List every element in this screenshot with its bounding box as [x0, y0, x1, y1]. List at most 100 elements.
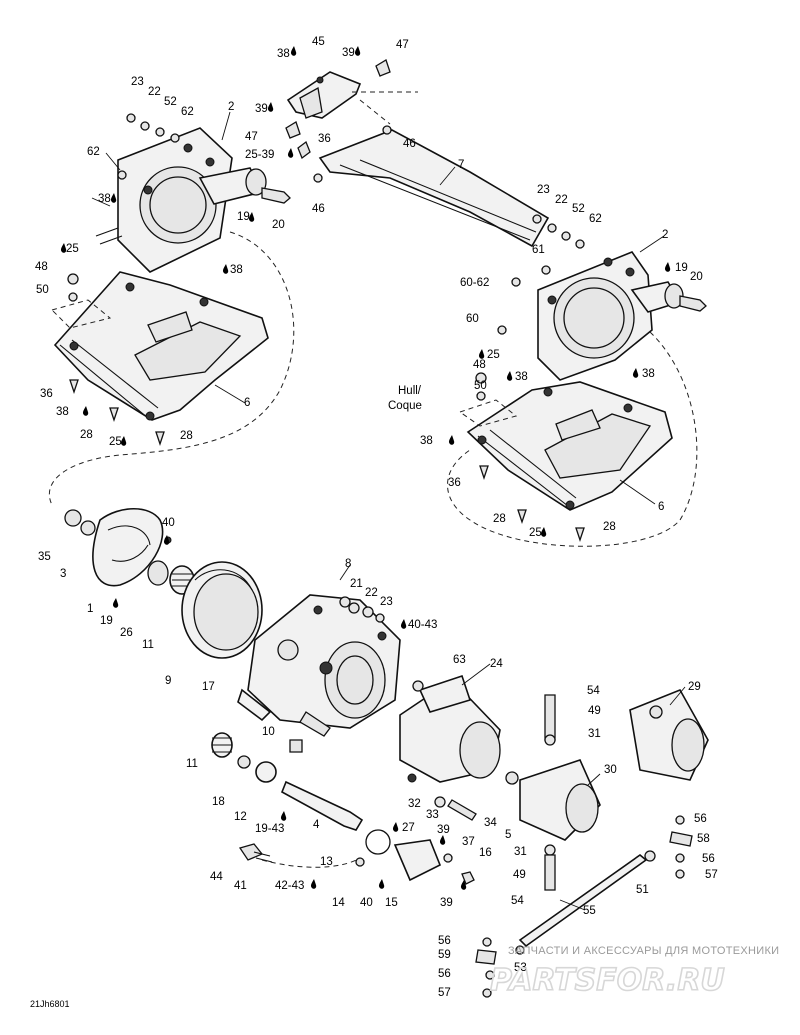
jet-pump-housing [237, 594, 401, 753]
callout-50: 50 [36, 284, 49, 296]
drop-icon [110, 193, 117, 203]
drop-icon [290, 46, 297, 56]
drop-icon [506, 371, 513, 381]
callout-22: 22 [148, 86, 161, 98]
callout-48: 48 [35, 261, 48, 273]
callout-19: 19 [237, 211, 250, 223]
callout-62-b: 62 [87, 146, 100, 158]
callout-34: 34 [484, 817, 497, 829]
callout-49: 49 [588, 705, 601, 717]
callout-60: 60 [466, 313, 479, 325]
callout-56: 56 [694, 813, 707, 825]
drop-icon [460, 880, 467, 890]
hull-label: Hull/ [398, 385, 422, 397]
support-rail [285, 59, 550, 248]
callout-38-d: 38 [515, 371, 528, 383]
callout-4: 4 [313, 819, 320, 831]
callout-23: 23 [131, 76, 144, 88]
callout-30: 30 [604, 764, 617, 776]
callout-33: 33 [426, 809, 439, 821]
callout-19-b: 19 [675, 262, 688, 274]
drop-icon [120, 436, 127, 446]
callout-48-b: 48 [473, 359, 486, 371]
callout-39: 39 [342, 47, 355, 59]
callout-2-b: 2 [662, 229, 668, 241]
callout-38: 38 [277, 48, 290, 60]
callout-47-b: 47 [245, 131, 258, 143]
callout-50-b: 50 [474, 380, 487, 392]
callout-56-c: 56 [438, 935, 451, 947]
callout-40: 40 [162, 517, 175, 529]
callout-32: 32 [408, 798, 421, 810]
callout-13: 13 [320, 856, 333, 868]
callout-28-d: 28 [603, 521, 616, 533]
callout-27: 27 [402, 822, 415, 834]
callout-40-43: 40-43 [408, 619, 437, 631]
callout-25-39: 25-39 [245, 149, 274, 161]
callout-45: 45 [312, 36, 325, 48]
callout-39-b: 39 [255, 103, 268, 115]
callout-19-c: 19 [100, 615, 113, 627]
callout-36: 36 [318, 133, 331, 145]
callout-38-c: 38 [230, 264, 243, 276]
callout-28-c: 28 [493, 513, 506, 525]
callout-39-c: 39 [437, 824, 450, 836]
callout-52-b: 52 [572, 203, 585, 215]
callout-23-c: 23 [380, 596, 393, 608]
callout-62: 62 [181, 106, 194, 118]
callout-labels: 38 45 39 47 23 22 52 62 2 39 47 36 25-39… [35, 36, 718, 999]
callout-25: 25 [66, 243, 79, 255]
callout-36-b: 36 [40, 388, 53, 400]
callout-31: 31 [588, 728, 601, 740]
drop-icon [82, 406, 89, 416]
callout-57-b: 57 [438, 987, 451, 999]
drop-icon [354, 46, 361, 56]
callout-55: 55 [583, 905, 596, 917]
callout-8: 8 [345, 558, 351, 570]
callout-16: 16 [479, 847, 492, 859]
callout-58: 58 [697, 833, 710, 845]
drop-icon [540, 527, 547, 537]
callout-35: 35 [38, 551, 51, 563]
callout-3: 3 [60, 568, 66, 580]
drop-icon [248, 212, 255, 222]
drop-icon [439, 835, 446, 845]
callout-9: 9 [165, 675, 171, 687]
callout-31-b: 31 [514, 846, 527, 858]
callout-44: 44 [210, 871, 223, 883]
callout-53: 53 [514, 962, 527, 974]
watermark-text: ЗАПЧАСТИ И АКСЕССУАРЫ ДЛЯ МОТОТЕХНИКИ [508, 945, 779, 957]
callout-12: 12 [234, 811, 247, 823]
drop-icon [632, 368, 639, 378]
venturi-nozzle [399, 674, 501, 783]
callout-37: 37 [462, 836, 475, 848]
callout-47: 47 [396, 39, 409, 51]
callout-56-d: 56 [438, 968, 451, 980]
callout-42-43: 42-43 [275, 880, 304, 892]
callout-38-b: 38 [98, 193, 111, 205]
drop-icon [400, 619, 407, 629]
callout-24: 24 [490, 658, 503, 670]
callout-26: 26 [120, 627, 133, 639]
callout-6: 6 [244, 397, 250, 409]
drop-icon [60, 243, 67, 253]
callout-29: 29 [688, 681, 701, 693]
callout-11: 11 [142, 639, 154, 651]
callout-7: 7 [458, 159, 464, 171]
callout-1: 1 [87, 603, 93, 615]
drop-icon [287, 148, 294, 158]
drop-icon [112, 598, 119, 608]
callout-20-b: 20 [690, 271, 703, 283]
callout-14: 14 [332, 897, 345, 909]
drop-icon [163, 535, 170, 545]
callout-11-b: 11 [186, 758, 198, 770]
intake-grate-left [51, 113, 291, 447]
callout-62-c: 62 [589, 213, 602, 225]
callout-46-b: 46 [312, 203, 325, 215]
intake-grate-right [458, 214, 707, 543]
drop-icon [222, 264, 229, 274]
callout-15: 15 [385, 897, 398, 909]
callout-56-b: 56 [702, 853, 715, 865]
callout-39-d: 39 [440, 897, 453, 909]
